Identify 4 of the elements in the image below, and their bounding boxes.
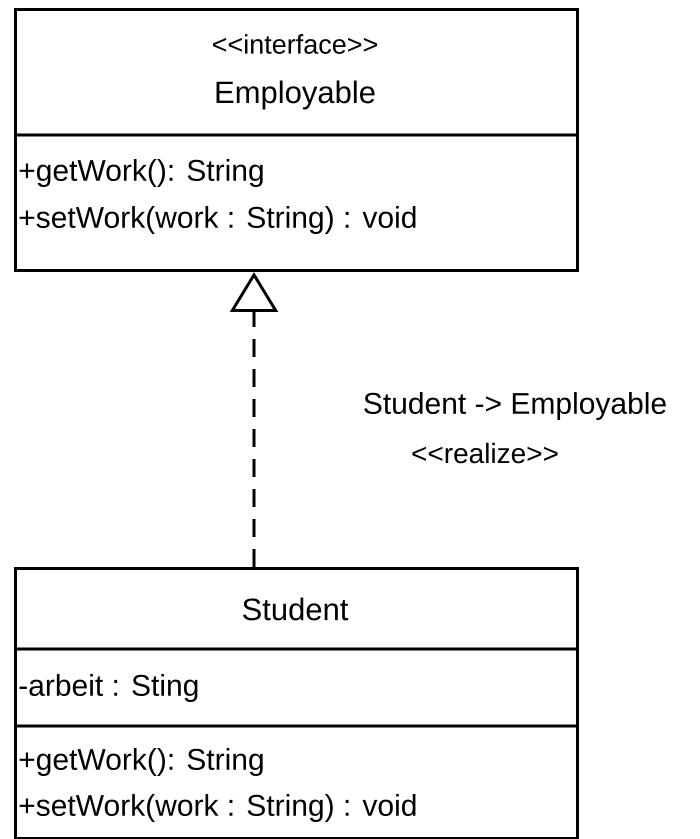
class-box: <<interface>> Employable +getWork(): String +setWork(work : String) : void — [14, 8, 579, 272]
class-box: Student -arbeit : Sting +getWork(): String +setWork(work : String) : void — [14, 567, 579, 839]
stereotype-label: <<realize>> — [412, 442, 558, 464]
edge-label: Student -> Employable — [364, 392, 666, 420]
